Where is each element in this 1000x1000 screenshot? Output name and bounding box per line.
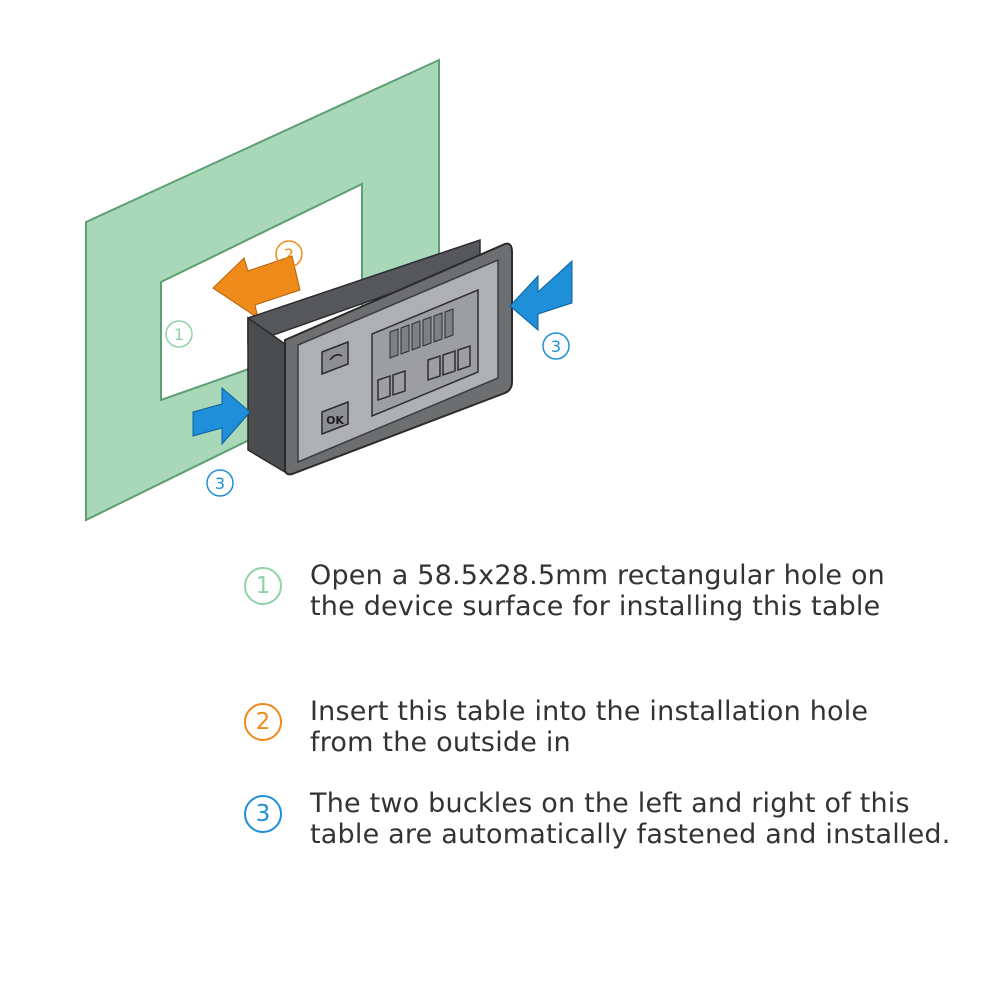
marker-3-right-diagram: 3 xyxy=(542,332,570,360)
marker-2-diagram: 2 xyxy=(275,240,303,268)
meter-device: OK xyxy=(247,238,513,476)
svg-text:OK: OK xyxy=(326,414,344,427)
svg-text:3: 3 xyxy=(551,337,561,356)
marker-1-diagram: 1 xyxy=(165,320,193,348)
step-2-line-1: Insert this table into the installation … xyxy=(310,696,869,727)
step-2-text: Insert this table into the installation … xyxy=(310,696,868,758)
svg-text:2: 2 xyxy=(284,245,294,264)
buckle-arrow-right xyxy=(509,259,573,332)
step-1-text: Open a 58.5x28.5mm rectangular hole on t… xyxy=(310,560,885,622)
buckle-arrow-left xyxy=(192,386,251,446)
step-3-text: The two buckles on the left and right of… xyxy=(310,788,951,850)
step-3: 3 The two buckles on the left and right … xyxy=(244,788,951,850)
step-1-number: 1 xyxy=(244,567,282,605)
step-1-line-2: the device surface for installing this t… xyxy=(310,591,881,622)
svg-text:1: 1 xyxy=(174,325,184,344)
ok-button-illustration: OK xyxy=(321,400,349,436)
installation-diagram: 1 2 xyxy=(85,58,573,522)
svg-text:3: 3 xyxy=(215,474,225,493)
step-3-line-2: table are automatically fastened and ins… xyxy=(310,819,951,850)
insert-arrow xyxy=(212,255,301,320)
step-3-line-1: The two buckles on the left and right of… xyxy=(310,788,910,819)
marker-3-left-diagram: 3 xyxy=(206,469,234,497)
step-2: 2 Insert this table into the installatio… xyxy=(244,696,868,758)
step-2-number: 2 xyxy=(244,703,282,741)
step-1-line-1: Open a 58.5x28.5mm rectangular hole on xyxy=(310,560,885,591)
step-3-number: 3 xyxy=(244,795,282,833)
step-2-line-2: from the outside in xyxy=(310,727,571,758)
back-button-illustration xyxy=(321,340,349,376)
step-1: 1 Open a 58.5x28.5mm rectangular hole on… xyxy=(244,560,885,622)
